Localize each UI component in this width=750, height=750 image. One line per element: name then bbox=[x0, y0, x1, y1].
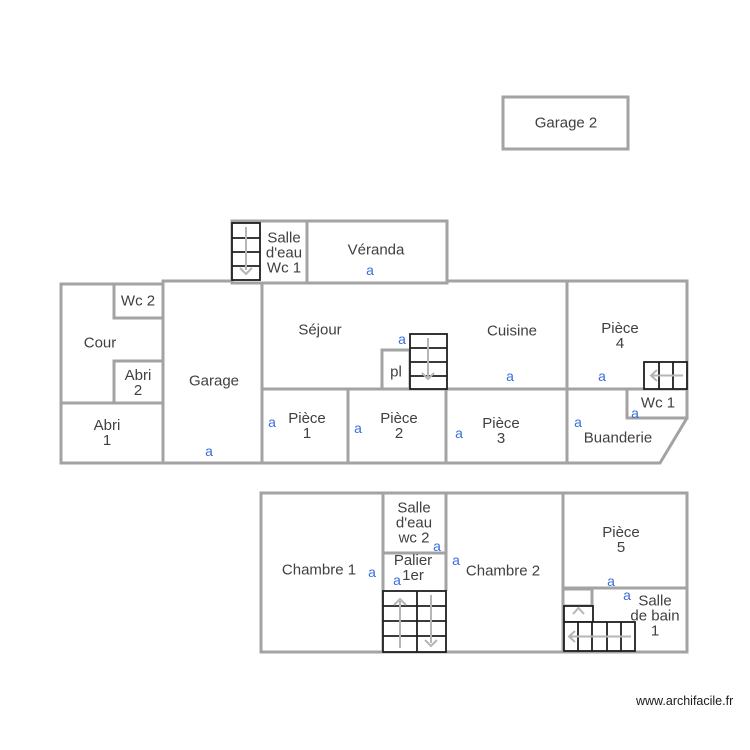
marker-a-salle-de-bain1: a bbox=[623, 587, 631, 603]
marker-a-chambre2: a bbox=[452, 552, 460, 568]
room-label-garage: Garage bbox=[188, 372, 240, 390]
garage2-outline bbox=[501, 95, 630, 151]
room-outline-wc2 bbox=[112, 282, 165, 320]
room-outline-abri1 bbox=[59, 401, 165, 465]
watermark: www.archifacile.fr bbox=[636, 694, 734, 708]
room-label-garage2: Garage 2 bbox=[534, 114, 598, 132]
stairs-up-down-icon bbox=[382, 590, 447, 653]
room-label-sejour: Séjour bbox=[298, 321, 342, 339]
room-outline-garage2 bbox=[501, 95, 630, 151]
room-label-piece5: Pièce 5 bbox=[602, 524, 640, 556]
room-label-salle-de-bain1: Salle de bain 1 bbox=[630, 592, 680, 640]
marker-a-salle-eau-wc2: a bbox=[433, 538, 441, 554]
room-label-palier: Palier 1er bbox=[393, 552, 433, 584]
stairs-down-icon bbox=[231, 222, 261, 281]
room-label-piece4: Pièce 4 bbox=[601, 320, 639, 352]
room-outline-pl bbox=[380, 348, 412, 391]
marker-a-buanderie: a bbox=[574, 414, 582, 430]
marker-a-cuisine: a bbox=[506, 368, 514, 384]
room-label-cour: Cour bbox=[83, 334, 117, 352]
room-label-veranda: Véranda bbox=[347, 241, 405, 259]
room-outline-abri2 bbox=[112, 359, 165, 405]
room-label-piece3: Pièce 3 bbox=[482, 415, 520, 447]
room-label-chambre1: Chambre 1 bbox=[281, 561, 357, 579]
marker-a-piece3: a bbox=[455, 425, 463, 441]
room-label-buanderie: Buanderie bbox=[583, 429, 653, 447]
door-window-icon bbox=[643, 361, 688, 390]
marker-a-piece2: a bbox=[354, 420, 362, 436]
room-label-wc1: Wc 1 bbox=[640, 394, 676, 412]
marker-a-piece5: a bbox=[607, 573, 615, 589]
marker-a-sejour: a bbox=[398, 331, 406, 347]
stairs-down-icon bbox=[409, 333, 448, 390]
room-outline-wc1 bbox=[625, 387, 689, 420]
bathroom-duct-box bbox=[561, 587, 594, 608]
room-label-cuisine: Cuisine bbox=[486, 322, 538, 340]
marker-a-garage: a bbox=[205, 443, 213, 459]
room-label-abri1: Abri 1 bbox=[93, 417, 121, 449]
room-outline-veranda bbox=[304, 219, 449, 285]
room-label-chambre2: Chambre 2 bbox=[465, 562, 541, 580]
room-label-salle-eau-wc1: Salle d'eau Wc 1 bbox=[265, 229, 303, 277]
room-label-piece2: Pièce 2 bbox=[380, 410, 418, 442]
marker-a-veranda: a bbox=[366, 262, 374, 278]
marker-a-chambre1: a bbox=[368, 564, 376, 580]
room-label-abri2: Abri 2 bbox=[124, 367, 152, 399]
room-label-piece1: Pièce 1 bbox=[288, 410, 326, 442]
room-label-wc2: Wc 2 bbox=[120, 292, 156, 310]
room-label-salle-eau-wc2: Salle d'eau wc 2 bbox=[395, 499, 433, 547]
marker-a-palier: a bbox=[393, 572, 401, 588]
marker-a-piece4: a bbox=[598, 368, 606, 384]
room-label-pl: pl bbox=[390, 363, 402, 381]
marker-a-wc1: a bbox=[631, 405, 639, 421]
stairs-turn-icon bbox=[563, 605, 636, 652]
marker-a-piece1: a bbox=[268, 414, 276, 430]
